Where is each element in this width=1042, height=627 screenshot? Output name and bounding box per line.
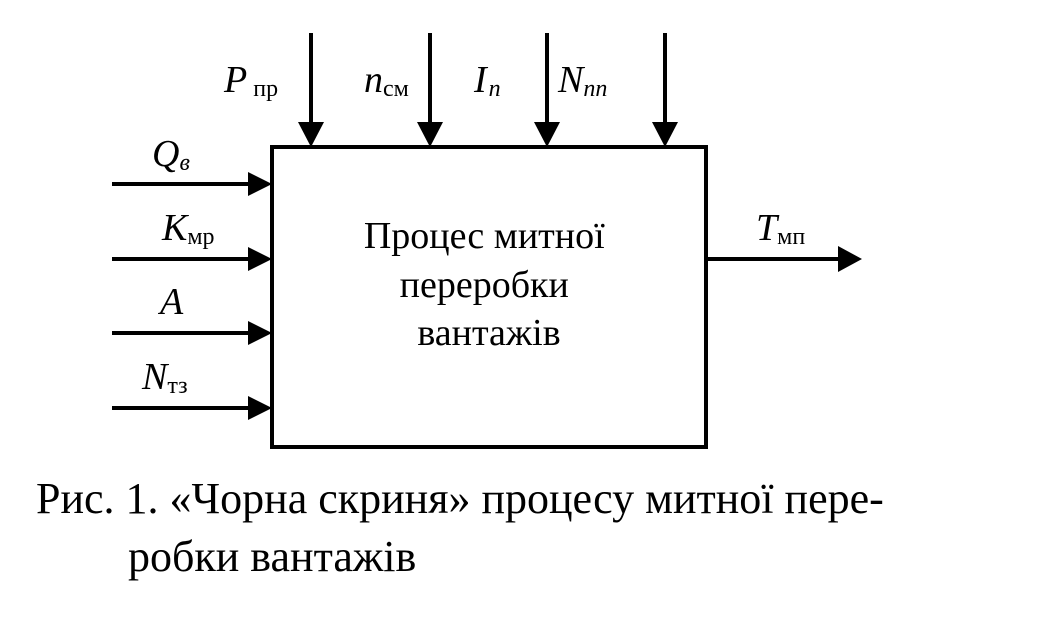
left-input-label-3: A (157, 281, 184, 323)
figure-caption-line-1: Рис. 1. «Чорна скриня» процесу митної пе… (36, 474, 884, 523)
top-arrowhead-3 (534, 122, 560, 147)
process-label-line-1: Процес митної (364, 215, 605, 257)
top-input-label-2: nсм (364, 59, 409, 102)
left-input-arrows (112, 172, 272, 420)
left-arrowhead-1 (248, 172, 272, 196)
left-input-label-4: Nтз (141, 356, 188, 399)
left-arrowhead-4 (248, 396, 272, 420)
figure-caption: Рис. 1. «Чорна скриня» процесу митної пе… (36, 470, 1026, 586)
left-input-label-2: Kмр (161, 207, 215, 250)
process-label: Процес митної переробки вантажів (364, 215, 614, 354)
output-arrowhead (838, 246, 862, 272)
left-arrowhead-2 (248, 247, 272, 271)
process-box (270, 145, 708, 449)
figure-caption-line-2: робки вантажів (128, 532, 417, 581)
process-label-line-2: переробки (400, 264, 569, 306)
top-arrowhead-2 (417, 122, 443, 147)
top-arrowhead-1 (298, 122, 324, 147)
top-input-arrows (298, 33, 678, 147)
output-arrow (706, 246, 862, 272)
top-arrowhead-4 (652, 122, 678, 147)
top-input-label-3: In (473, 59, 501, 102)
left-arrowhead-3 (248, 321, 272, 345)
output-label: Tмп (756, 207, 805, 250)
process-label-line-3: вантажів (417, 312, 560, 354)
left-input-label-1: Qв (152, 133, 190, 176)
top-input-label-4: Nnn (557, 59, 607, 102)
